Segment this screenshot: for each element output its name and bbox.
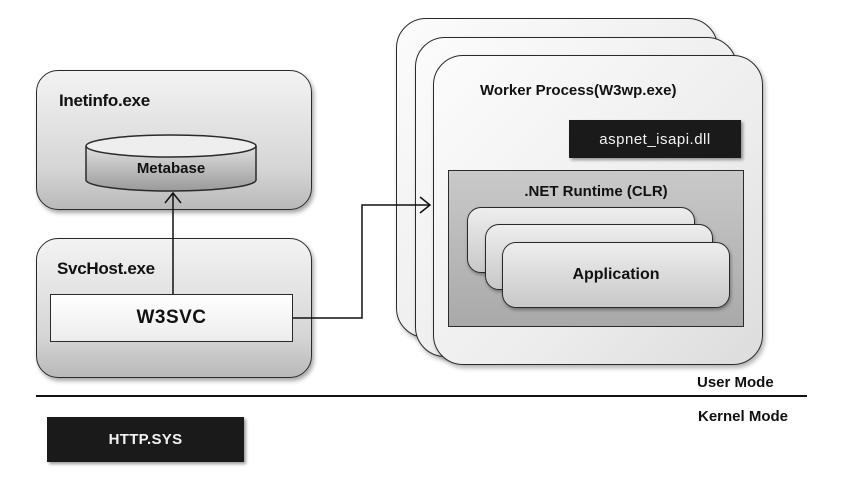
w3svc-to-worker-arrow [293,204,430,319]
w3svc-bar: W3SVC [50,294,293,342]
clr-label: .NET Runtime (CLR) [524,183,668,200]
inetinfo-label: Inetinfo.exe [59,91,150,110]
worker-arrowhead [419,196,432,214]
http-sys-label: HTTP.SYS [108,431,183,448]
metabase-label: Metabase [136,160,206,177]
http-sys-box: HTTP.SYS [47,417,244,462]
application-label: Application [572,266,660,283]
kernel-mode-label: Kernel Mode [698,408,789,425]
application-card-front: Application [502,242,730,308]
user-mode-label: User Mode [697,374,774,391]
aspnet-isapi-box: aspnet_isapi.dll [569,120,741,158]
worker-process-title: Worker Process(W3wp.exe) [480,82,677,99]
w3svc-label: W3SVC [136,307,207,328]
metabase-arrowhead [164,191,182,204]
svchost-label: SvcHost.exe [57,259,155,278]
aspnet-isapi-label: aspnet_isapi.dll [599,130,711,148]
